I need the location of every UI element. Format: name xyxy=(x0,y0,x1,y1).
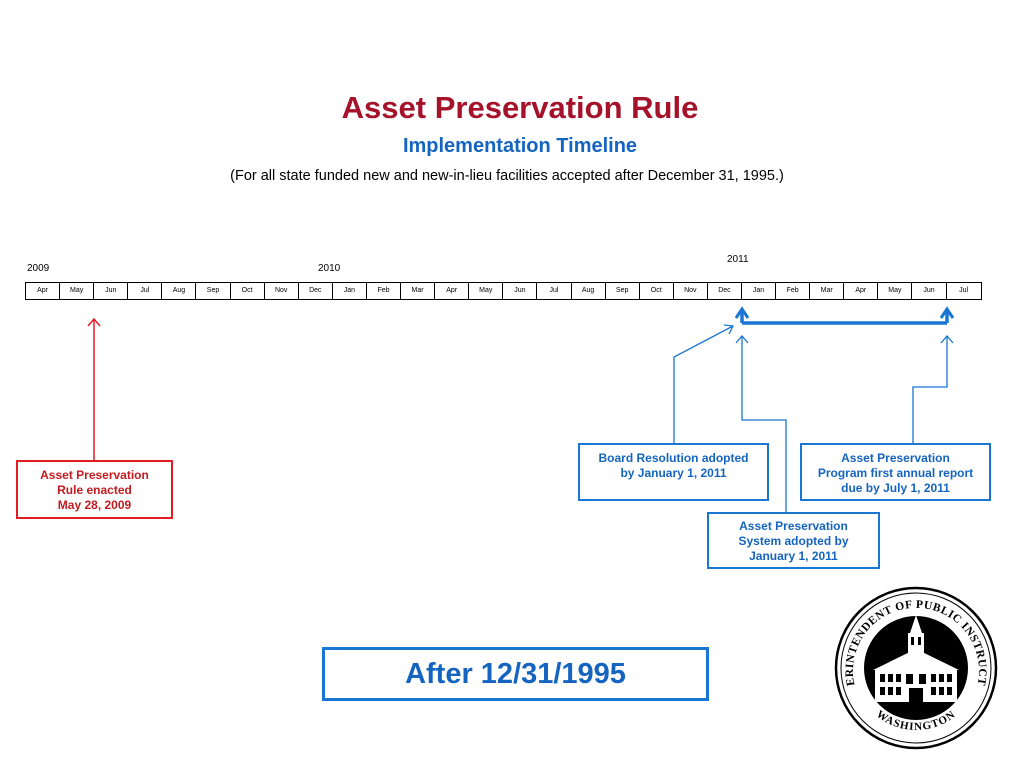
callout-line: Board Resolution adopted xyxy=(598,451,749,465)
implementation-span-bracket xyxy=(734,306,955,325)
board-resolution-callout: Board Resolution adopted by January 1, 2… xyxy=(578,443,769,501)
system-adopted-callout: Asset Preservation System adopted by Jan… xyxy=(707,512,880,569)
timeline-month: Jan xyxy=(742,283,777,299)
timeline-month: Nov xyxy=(265,283,299,299)
timeline-month: Sep xyxy=(606,283,640,299)
callout-line: System adopted by xyxy=(738,534,849,548)
timeline-month: Feb xyxy=(367,283,402,299)
timeline-month: Aug xyxy=(162,283,197,299)
timeline-month: Nov xyxy=(674,283,708,299)
timeline-month: Jan xyxy=(333,283,367,299)
timeline-month: Aug xyxy=(572,283,606,299)
timeline-month: Apr xyxy=(435,283,470,299)
timeline-month: May xyxy=(60,283,95,299)
callout-line: Asset Preservation xyxy=(40,468,149,482)
annual-report-arrow xyxy=(912,335,954,443)
scope-note: (For all state funded new and new-in-lie… xyxy=(230,168,784,184)
annual-report-callout: Asset Preservation Program first annual … xyxy=(800,443,991,501)
timeline-month: Oct xyxy=(231,283,265,299)
callout-line: Rule enacted xyxy=(57,483,132,497)
timeline-month: Feb xyxy=(776,283,811,299)
timeline-month: Oct xyxy=(640,283,674,299)
timeline-month: Dec xyxy=(708,283,742,299)
callout-line: Program first annual report xyxy=(817,466,974,480)
timeline-month: Jun xyxy=(94,283,129,299)
callout-line: Asset Preservation xyxy=(739,519,848,533)
timeline-month: Mar xyxy=(810,283,845,299)
callout-line: due by July 1, 2011 xyxy=(841,481,950,495)
after-date-banner: After 12/31/1995 xyxy=(322,647,709,701)
timeline-month: Apr xyxy=(844,283,879,299)
timeline-month: Apr xyxy=(26,283,61,299)
system-adopted-arrow xyxy=(735,335,787,512)
timeline-month: Jul xyxy=(128,283,163,299)
callout-line: by January 1, 2011 xyxy=(620,466,727,480)
year-label-2009: 2009 xyxy=(27,263,50,274)
timeline-month: May xyxy=(469,283,504,299)
timeline-month: Jul xyxy=(537,283,572,299)
timeline-month: Jul xyxy=(959,287,969,294)
year-label-2010: 2010 xyxy=(318,263,341,274)
timeline-month: Sep xyxy=(196,283,231,299)
timeline-month: May xyxy=(878,283,913,299)
timeline-month: Jun xyxy=(912,283,947,299)
callout-line: May 28, 2009 xyxy=(57,498,132,512)
timeline-month: Dec xyxy=(299,283,333,299)
month-timeline: Apr May Jun Jul Aug Sep Oct Nov Dec Jan … xyxy=(25,282,982,300)
board-resolution-arrow xyxy=(673,324,734,443)
callout-line: January 1, 2011 xyxy=(749,549,838,563)
page-title: Asset Preservation Rule xyxy=(341,90,699,125)
timeline-month: Jun xyxy=(503,283,538,299)
schoolhouse-icon xyxy=(873,615,959,702)
year-label-2011: 2011 xyxy=(727,254,749,265)
rule-enacted-arrow xyxy=(87,317,101,460)
ospi-seal-logo: SUPERINTENDENT OF PUBLIC INSTRUCTION WAS… xyxy=(833,585,998,750)
page-subtitle: Implementation Timeline xyxy=(402,135,638,157)
timeline-month: Mar xyxy=(401,283,436,299)
rule-enacted-callout: Asset Preservation Rule enacted May 28, … xyxy=(16,460,173,519)
callout-line: Asset Preservation xyxy=(841,451,950,465)
